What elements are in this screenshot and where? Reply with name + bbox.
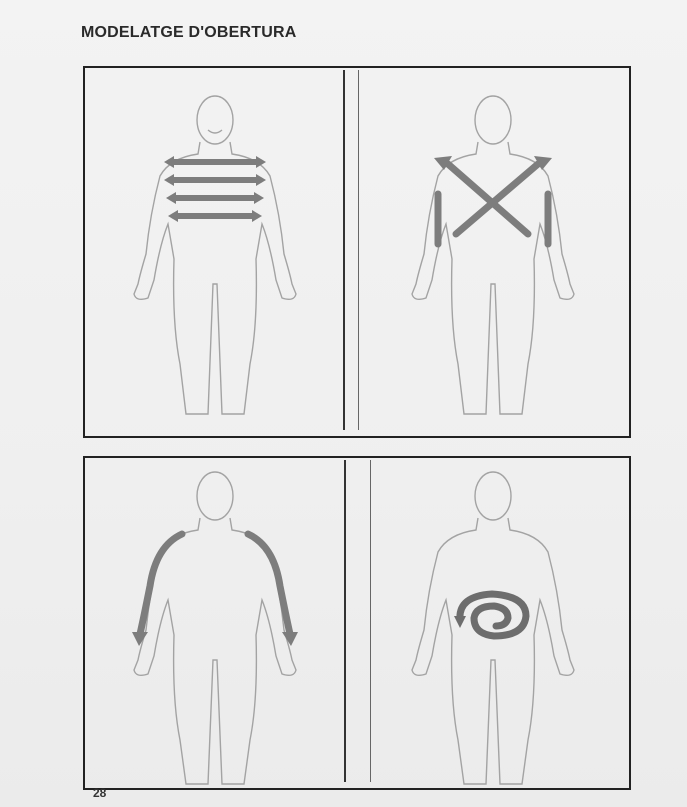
body-outline-figure [398, 84, 588, 424]
page-number: 28 [93, 786, 106, 800]
bottom-divider [344, 460, 346, 782]
body-outline-figure [398, 466, 588, 786]
figure-panel-spiral [398, 466, 588, 786]
top-divider-2 [358, 70, 359, 430]
bottom-divider-2 [370, 460, 371, 782]
figure-panel-chest-horizontal [120, 84, 310, 424]
page-title: MODELATGE D'OBERTURA [81, 24, 297, 42]
body-outline-figure [120, 84, 310, 424]
horizontal-arrows [170, 162, 260, 216]
figure-panel-cross [398, 84, 588, 424]
figure-panel-arms [120, 466, 310, 786]
top-divider [343, 70, 345, 430]
body-outline-figure [120, 466, 310, 786]
abdominal-spiral [460, 594, 526, 636]
cross-arrows [438, 164, 548, 244]
